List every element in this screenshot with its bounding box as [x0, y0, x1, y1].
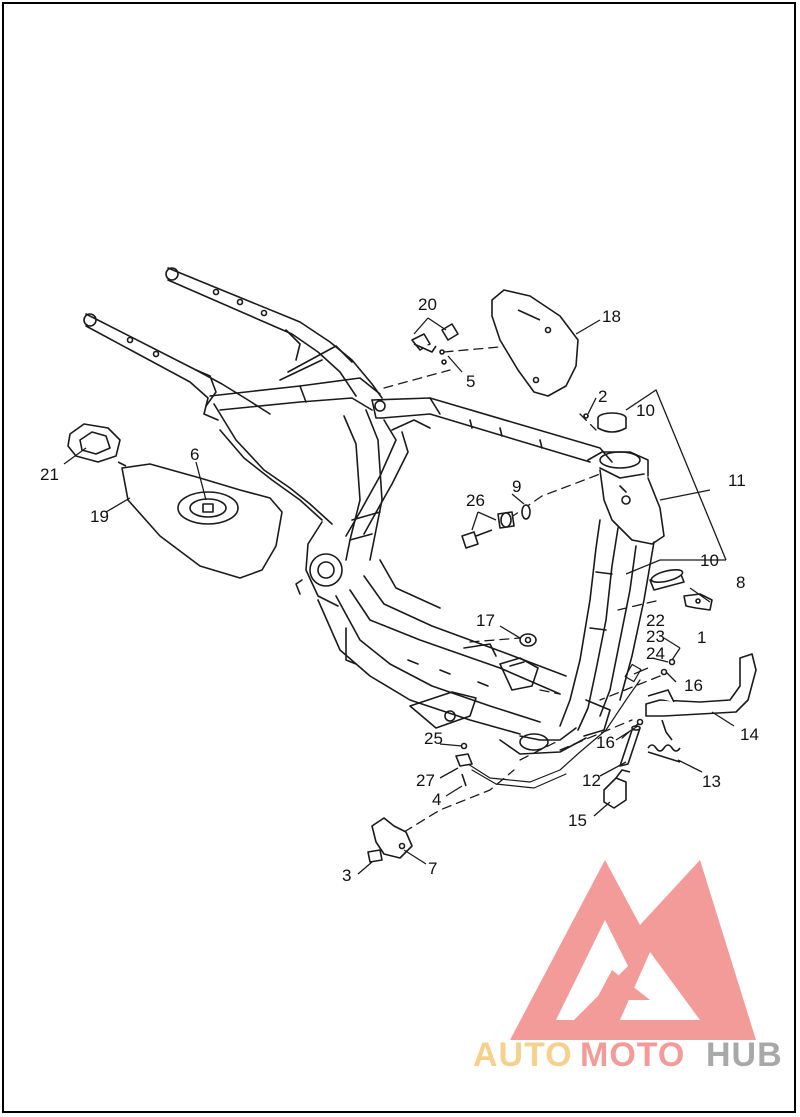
wiring-harness [467, 663, 642, 789]
automotohub-watermark: AUTO MOTO HUB [473, 860, 783, 1074]
watermark-moto: MOTO [580, 1036, 685, 1074]
callout-9: 9 [512, 477, 521, 496]
callout-22: 22 [646, 611, 665, 630]
callout-27: 27 [416, 771, 435, 790]
callout-24: 24 [646, 644, 665, 663]
callout-1: 1 [697, 628, 706, 647]
battery-cover-clips [411, 323, 459, 355]
o-ring [521, 504, 531, 520]
callout-12: 12 [582, 771, 601, 790]
callout-6: 6 [190, 445, 199, 464]
bushing [367, 849, 383, 863]
callout-8: 8 [736, 573, 745, 592]
ignition-lock-key [461, 511, 515, 549]
mounting-bracket [371, 817, 413, 859]
emblem-medallion [67, 423, 127, 467]
lower-crossmember [409, 691, 587, 755]
callout-11: 11 [728, 471, 746, 490]
callout-13: 13 [702, 772, 721, 791]
sidestand-foot [603, 769, 631, 809]
callout-7: 7 [428, 859, 437, 878]
front-downtubes [559, 519, 655, 737]
rear-frame-rail-left [83, 313, 271, 421]
callout-16-lower: 16 [596, 733, 615, 752]
callout-14: 14 [740, 725, 759, 744]
callout-23: 23 [646, 627, 665, 646]
ground-stud [455, 742, 473, 787]
small-fasteners [441, 359, 676, 726]
leader-lines [63, 317, 735, 875]
callout-19: 19 [90, 507, 109, 526]
flange-nut [519, 633, 537, 647]
center-post [343, 409, 383, 561]
watermark-hub: HUB [706, 1036, 783, 1074]
callout-5: 5 [466, 372, 475, 391]
rear-frame-rail-right [165, 267, 383, 399]
callout-25: 25 [424, 729, 443, 748]
steering-head [587, 451, 665, 545]
rear-crossmember [209, 345, 381, 411]
callout-15: 15 [568, 811, 587, 830]
upper-left-tube [345, 419, 431, 537]
left-main-tube [213, 403, 343, 607]
sidestand-spring [647, 744, 681, 763]
battery-side-cover-left [121, 463, 283, 579]
callout-2: 2 [598, 387, 607, 406]
callout-17: 17 [476, 611, 495, 630]
transmission-mount [463, 643, 539, 691]
callout-26: 26 [466, 491, 485, 510]
cable-clip [683, 593, 713, 611]
sidestand-leg [645, 653, 757, 741]
callout-16-right: 16 [684, 676, 703, 695]
callout-21: 21 [40, 465, 59, 484]
callout-10-lower: 10 [700, 551, 719, 570]
watermark-logo-triangles [510, 860, 756, 1040]
watermark-auto: AUTO [473, 1036, 573, 1074]
callout-20: 20 [418, 295, 437, 314]
callout-3: 3 [342, 866, 351, 885]
assembly-lines [383, 335, 661, 833]
callout-4: 4 [432, 790, 441, 809]
callout-18: 18 [602, 307, 621, 326]
battery-side-cover-right [491, 289, 579, 397]
steering-bearing-race-lower [649, 568, 685, 591]
callout-10-upper: 10 [636, 401, 655, 420]
sidestand-pin [619, 725, 641, 767]
lower-frame-rail-left [317, 559, 567, 735]
steering-bearing-race-upper [597, 412, 627, 433]
